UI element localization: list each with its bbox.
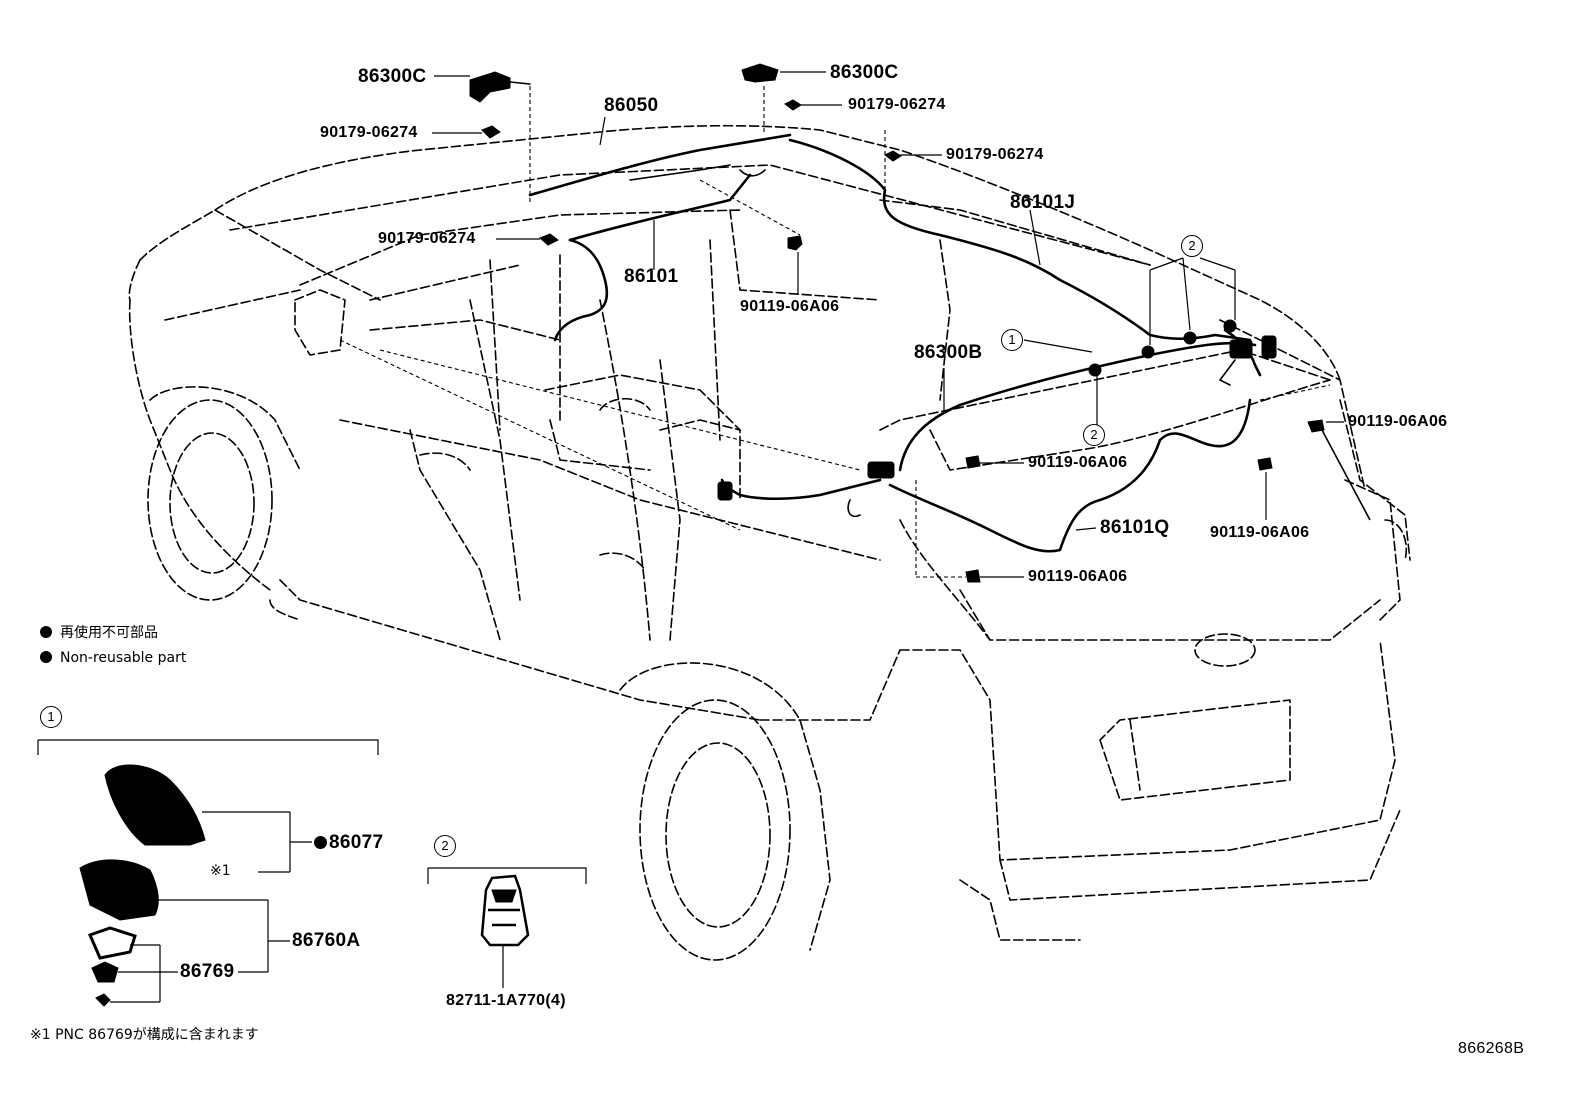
label-86300C-right: 86300C xyxy=(830,62,899,83)
label-86050: 86050 xyxy=(604,95,659,116)
label-90119-06A06-right: 90119-06A06 xyxy=(1348,413,1448,430)
callout-2-lower: 2 xyxy=(1083,424,1105,446)
label-86760A: 86760A xyxy=(292,930,361,951)
label-86077: 86077 xyxy=(314,832,383,854)
vehicle-outline xyxy=(128,124,1411,961)
leader-lines xyxy=(339,71,1344,578)
callout-1: 1 xyxy=(1001,329,1023,351)
label-note-mark-1: ※1 xyxy=(210,863,231,879)
label-86300B: 86300B xyxy=(914,342,983,363)
wire-harnesses xyxy=(528,133,1277,553)
fasteners xyxy=(469,63,1325,583)
legend-jp-text: 再使用不可部品 xyxy=(60,625,158,641)
label-90119-06A06-lower-right: 90119-06A06 xyxy=(1210,524,1310,541)
diagram-id: 866268B xyxy=(1458,1040,1525,1057)
non-reusable-dot-icon xyxy=(40,651,52,663)
detail-2-parts xyxy=(427,867,587,988)
non-reusable-dot-icon xyxy=(314,836,327,849)
label-86101Q: 86101Q xyxy=(1100,517,1170,538)
label-86101: 86101 xyxy=(624,266,679,287)
label-86300C-left: 86300C xyxy=(358,66,427,87)
label-86769: 86769 xyxy=(180,961,235,982)
label-90179-06274-top-right: 90179-06274 xyxy=(848,96,946,113)
callout-2-upper: 2 xyxy=(1181,235,1203,257)
label-90119-06A06-bottom: 90119-06A06 xyxy=(1028,568,1128,585)
detail-1-marker: 1 xyxy=(40,706,62,728)
detail-1-parts xyxy=(37,739,379,1007)
legend-non-reusable-en: Non-reusable part xyxy=(40,649,186,667)
label-90179-06274-top-left: 90179-06274 xyxy=(320,124,418,141)
detail-2-marker: 2 xyxy=(434,835,456,857)
footnote: ※1 PNC 86769が構成に含まれます xyxy=(30,1027,259,1043)
label-86101J: 86101J xyxy=(1010,192,1076,213)
legend-en-text: Non-reusable part xyxy=(60,650,187,666)
legend-non-reusable-jp: 再使用不可部品 xyxy=(40,624,158,642)
label-90119-06A06-center: 90119-06A06 xyxy=(1028,454,1128,471)
non-reusable-dot-icon xyxy=(40,626,52,638)
label-90179-06274-right: 90179-06274 xyxy=(946,146,1044,163)
label-90119-06A06-mid: 90119-06A06 xyxy=(740,298,840,315)
label-90179-06274-mid-left: 90179-06274 xyxy=(378,230,476,247)
label-82711-1A770: 82711-1A770(4) xyxy=(446,992,566,1009)
label-86077-text: 86077 xyxy=(329,832,384,853)
